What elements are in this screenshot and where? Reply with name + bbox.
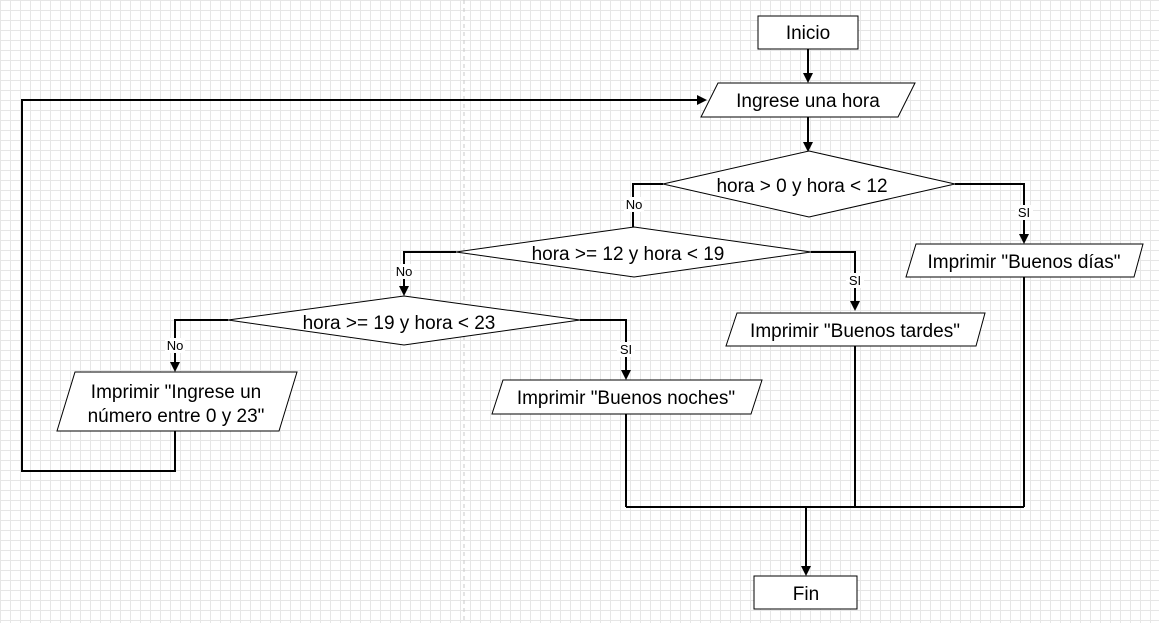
edge-error-loop-back [21,99,697,472]
edge-cond-morning-no [632,183,663,232]
node-print-night[interactable]: Imprimir "Buenos noches" [491,379,763,415]
arrowhead [697,95,707,105]
label-cond-afternoon-no: No [396,264,413,279]
node-print-morning-label: Imprimir "Buenos días" [928,252,1121,273]
label-bg [624,197,644,212]
label-cond-afternoon-yes: SI [849,273,861,288]
arrowhead [621,370,631,380]
label-cond-morning-no: No [626,197,643,212]
node-print-error-label-line1: Imprimir "Ingrese un [91,382,261,403]
node-input-hour[interactable]: Ingrese una hora [700,82,916,118]
node-end[interactable]: Fin [753,575,858,610]
label-bg [846,273,864,288]
node-print-afternoon[interactable]: Imprimir "Buenos tardes" [725,312,986,347]
node-input-hour-label: Ingrese una hora [736,91,880,112]
label-bg [617,342,635,357]
label-cond-morning-yes: SI [1018,205,1030,220]
label-cond-night-no: No [167,338,184,353]
node-cond-afternoon[interactable]: hora >= 12 y hora < 19 [455,226,812,278]
arrowhead [399,286,409,296]
label-bg [1015,205,1033,220]
node-cond-night-label: hora >= 19 y hora < 23 [303,313,496,334]
node-print-morning[interactable]: Imprimir "Buenos días" [905,243,1144,278]
arrowhead [850,301,860,311]
node-print-error-label-line2: número entre 0 y 23" [88,406,265,427]
arrowhead [801,566,811,576]
node-print-night-label: Imprimir "Buenos noches" [517,388,735,409]
node-print-afternoon-label: Imprimir "Buenos tardes" [750,321,960,342]
arrowhead [803,142,813,152]
arrowhead [1019,234,1029,244]
node-print-error[interactable]: Imprimir "Ingrese un número entre 0 y 23… [56,371,298,432]
label-bg [394,264,414,279]
node-cond-afternoon-label: hora >= 12 y hora < 19 [532,244,725,265]
label-cond-night-yes: SI [620,342,632,357]
label-bg [165,338,185,353]
node-end-label: Fin [793,584,819,605]
node-start[interactable]: Inicio [757,15,859,50]
node-cond-morning[interactable]: hora > 0 y hora < 12 [662,150,956,218]
edge-cond-morning-yes [955,183,1025,234]
arrowhead [170,362,180,372]
arrowhead [803,73,813,83]
node-start-label: Inicio [786,23,830,44]
node-cond-morning-label: hora > 0 y hora < 12 [716,176,887,197]
node-cond-night[interactable]: hora >= 19 y hora < 23 [227,295,581,346]
